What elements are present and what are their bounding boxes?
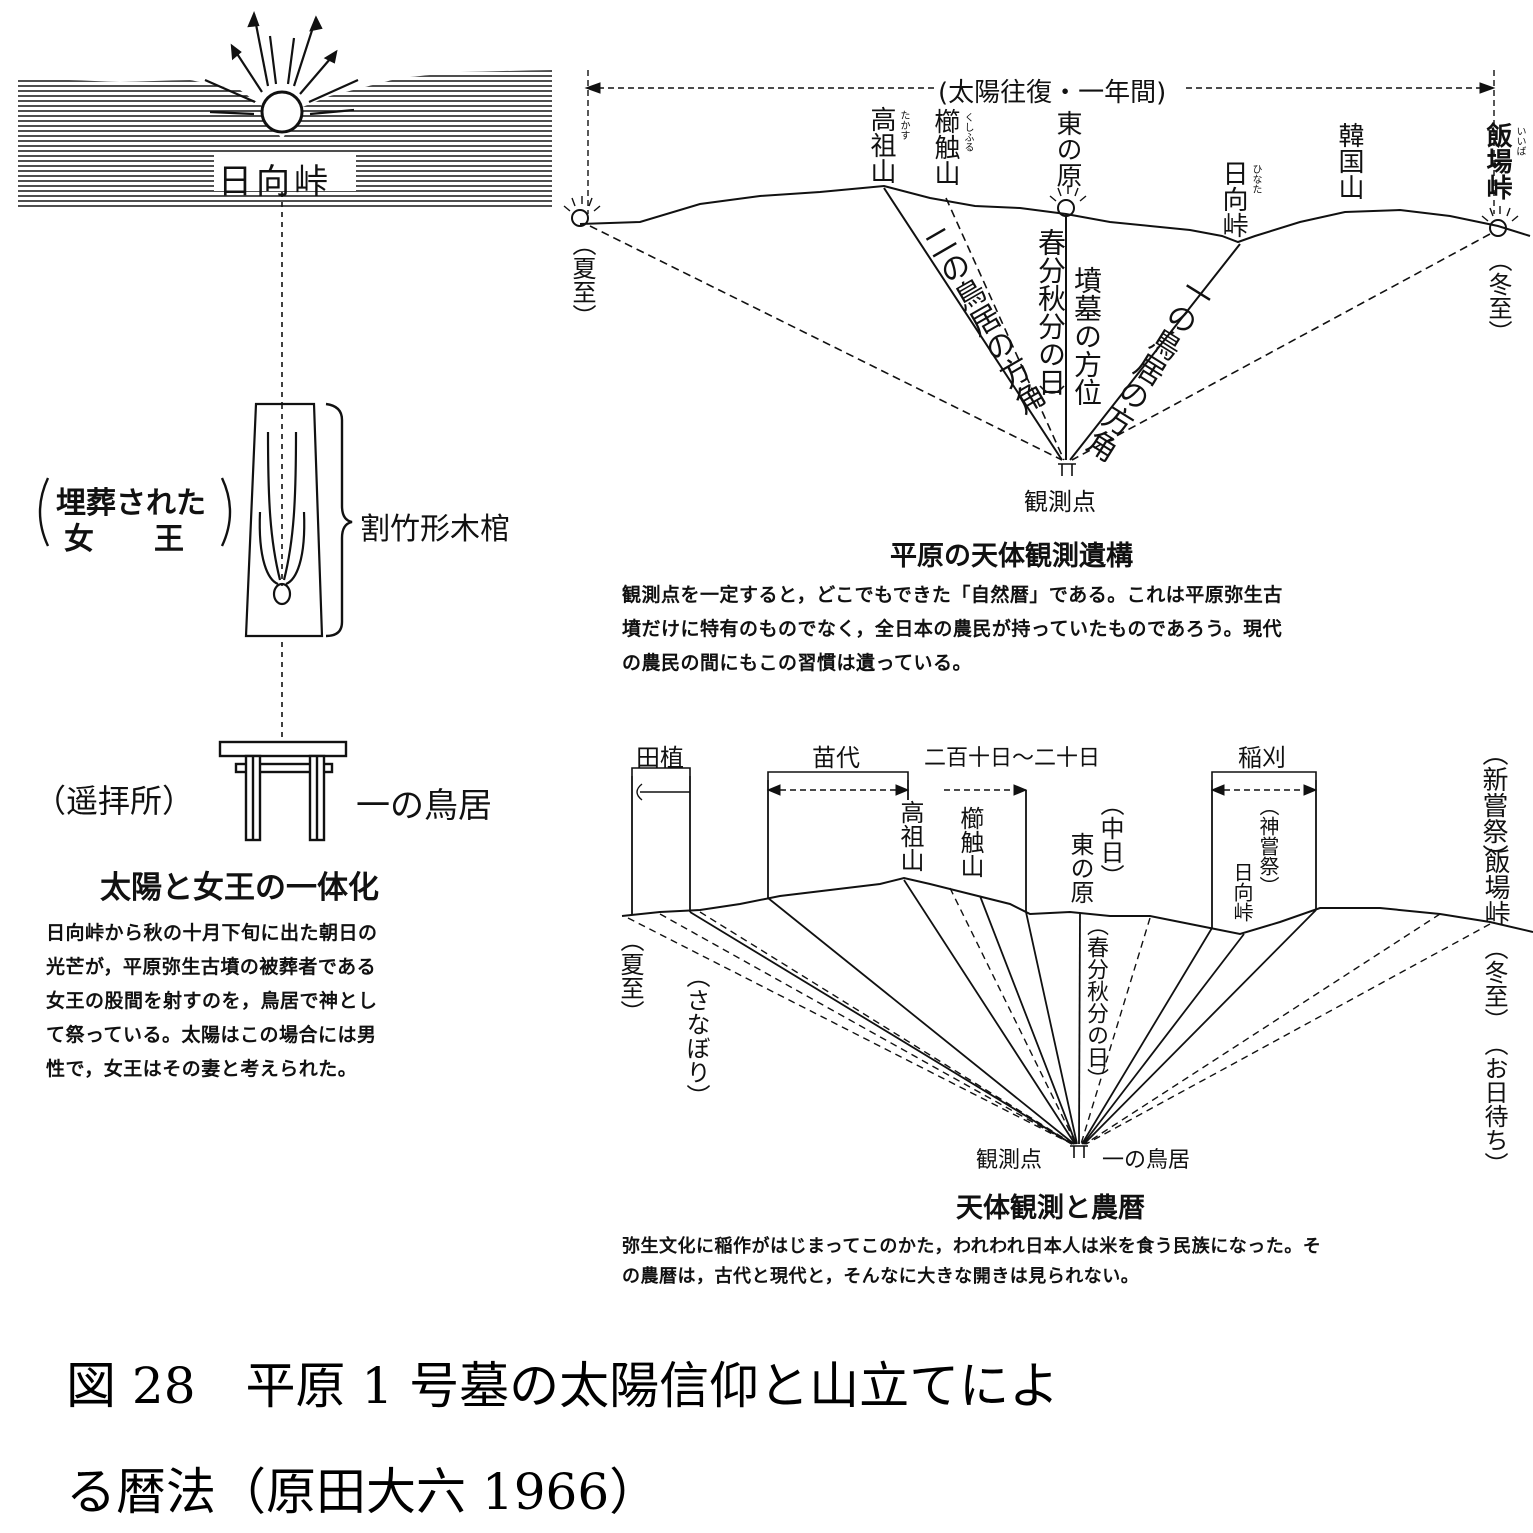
kushifuru-mountain-label: 櫛触山 [930, 108, 960, 186]
niiname-label: （新嘗祭） [1478, 740, 1508, 870]
figure-caption-line1: 図 28 平原 1 号墓の太陽信仰と山立てによ [66, 1357, 1060, 1415]
equinox-bottom-label: （春分秋分の日） [1083, 914, 1108, 1090]
left-caption-line: て祭っている。太陽はこの場合には男 [46, 1024, 377, 1046]
bottom-right-title: 天体観測と農暦 [956, 1193, 1145, 1224]
kushifuru-bottom-label: 櫛触山 [956, 806, 984, 878]
ohimachi-label: （お日待ち） [1480, 1032, 1508, 1176]
left-caption: 日向峠から秋の十月下旬に出た朝日の 光芒が，平原弥生古墳の被葬者である 女王の股… [46, 916, 536, 1086]
worship-place-label: （遥拝所） [34, 782, 195, 820]
coffin-label: 割竹形木棺 [360, 512, 510, 547]
nihyaku-label: 二百十日～二十日 [924, 746, 1101, 771]
tomb-direction-label: 墳墓の方位 [1070, 266, 1103, 406]
bottom-right-caption-line: の農暦は，古代と現代と，そんなに大きな開きは見られない。 [622, 1266, 1140, 1287]
kanname-label: （神嘗祭） [1256, 796, 1280, 896]
higashi-bottom-label: 東の原 [1066, 832, 1094, 904]
taue-label: 田植 [636, 744, 684, 772]
kushifuru-ruby: くしふる [962, 112, 973, 152]
sun-icon [260, 90, 304, 134]
torii-icon [218, 740, 348, 842]
coffin-outline [244, 402, 324, 638]
iiba-ruby: いいば [1514, 126, 1525, 156]
sun-rays [204, 10, 359, 116]
observation-point-label: 観測点 [1024, 488, 1096, 516]
higashi-label: 東の原 [1052, 110, 1082, 188]
hinata-pass-label: 日向峠 [1218, 160, 1248, 238]
span-label: (太陽往復・一年間) [938, 72, 1167, 109]
winter-solstice-label: （冬至） [1484, 248, 1512, 344]
hinata-bottom-label: 日向峠 [1230, 862, 1254, 922]
top-right-title: 平原の天体観測遺構 [890, 541, 1133, 572]
takasu-bottom-label: 高祖山 [896, 800, 924, 872]
top-right-drawing [563, 70, 1531, 476]
left-caption-line: 女王の股間を射すのを，鳥居で神とし [46, 990, 378, 1012]
top-right-caption: 観測点を一定すると，どこでもできた「自然暦」である。これは平原弥生古 墳だけに特… [622, 578, 1502, 680]
bottom-right-caption: 弥生文化に稲作がはじまってこのかた，われわれ日本人は米を食う民族になった。そ の… [622, 1232, 1522, 1292]
takasu-mountain-label: 高祖山 [866, 106, 896, 184]
buried-queen-line2: 女 王 [64, 522, 184, 557]
pass-label: 日向峠 [218, 162, 332, 202]
left-title: 太陽と女王の一体化 [100, 870, 379, 906]
top-right-caption-line: 観測点を一定すると，どこでもできた「自然暦」である。これは平原弥生古 [622, 584, 1283, 606]
inekari-label: 稲刈 [1238, 744, 1286, 772]
chunichi-label: （中日） [1096, 792, 1124, 888]
karakuni-mountain-label: 韓国山 [1334, 122, 1364, 200]
equinox-label: 春分秋分の日 [1034, 228, 1067, 396]
summer-solstice-label: （夏至） [568, 232, 596, 328]
nawashiro-label: 苗代 [812, 744, 860, 772]
pass-label-box [214, 155, 356, 191]
iiba-bottom-label: 飯場峠 [1480, 848, 1510, 926]
hatched-sky [18, 70, 552, 208]
bottom-right-caption-line: 弥生文化に稲作がはじまってこのかた，われわれ日本人は米を食う民族になった。そ [622, 1236, 1322, 1257]
figure-caption-line2: る暦法（原田大六 1966） [66, 1463, 660, 1521]
mountain-ridge [579, 184, 1531, 244]
bottom-right-drawing [621, 767, 1533, 1158]
left-caption-line: 日向峠から秋の十月下旬に出た朝日の [46, 922, 378, 944]
takasu-ruby: たかす [898, 110, 909, 140]
torii-bottom-label: 一の鳥居 [1102, 1148, 1191, 1173]
observation-point-bottom-label: 観測点 [976, 1148, 1043, 1173]
top-right-caption-line: 墳だけに特有のものでなく，全日本の農民が持っていたものであろう。現代 [622, 618, 1283, 640]
left-caption-line: 光芒が，平原弥生古墳の被葬者である [46, 956, 377, 978]
winter-solstice-bottom-label: （冬至） [1480, 936, 1508, 1032]
iiba-pass-label: 飯場峠 [1482, 122, 1512, 200]
buried-queen-line1: 埋葬された [56, 486, 206, 521]
hinata-ruby: ひなた [1250, 164, 1261, 194]
top-right-caption-line: の農民の間にもこの習慣は遺っている。 [622, 652, 973, 674]
sanabori-label: （さなぼり） [682, 964, 710, 1108]
left-panel-drawing [18, 10, 552, 842]
torii-label: 一の鳥居 [356, 786, 492, 826]
mountain-ridge-bottom [621, 876, 1533, 936]
left-caption-line: 性で，女王はその妻と考えられた。 [46, 1058, 358, 1080]
summer-solstice-bottom-label: （夏至） [616, 928, 644, 1024]
queen-figure [258, 431, 306, 606]
coffin-brace [325, 402, 353, 638]
